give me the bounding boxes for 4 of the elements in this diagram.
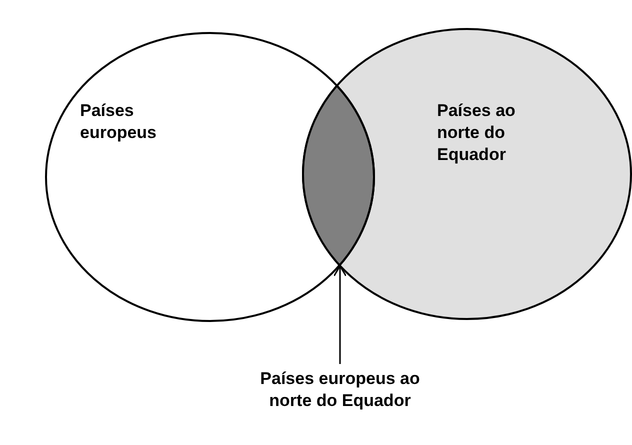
caption-label: Países europeus ao norte do Equador — [259, 368, 421, 412]
set-label: Países europeus — [80, 100, 158, 144]
set-label: Países ao norte do Equador — [437, 100, 516, 166]
arrow — [333, 265, 347, 364]
